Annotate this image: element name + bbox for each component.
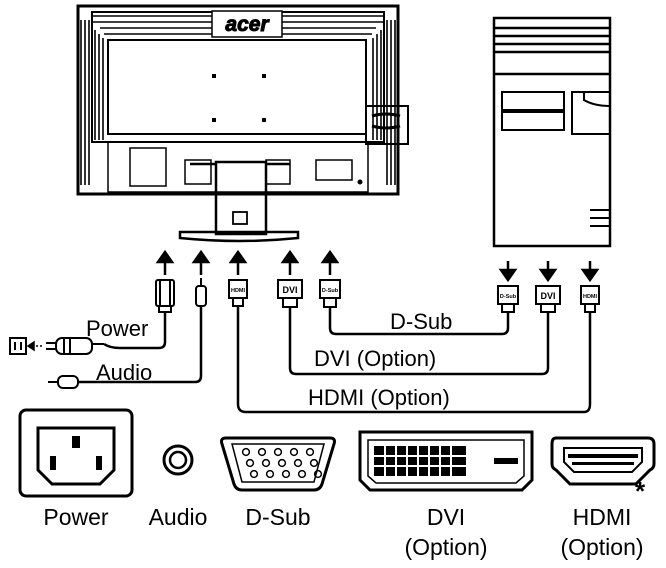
wall-outlet-icon bbox=[9, 337, 27, 355]
hdmi-port-icon bbox=[550, 436, 656, 486]
dsub-plug-icon bbox=[319, 279, 341, 308]
dsub-plug-label: D-Sub bbox=[322, 288, 339, 294]
hdmi-port-note: (Option) bbox=[560, 534, 644, 560]
hdmi-cable bbox=[236, 306, 592, 414]
dvi-cable-label: DVI (Option) bbox=[314, 346, 436, 371]
power-cable-label: Power bbox=[86, 316, 148, 341]
hdmi-plug-icon bbox=[228, 279, 248, 307]
dvi-cable bbox=[288, 307, 550, 376]
audio-port-icon bbox=[162, 444, 194, 476]
dsub-port-icon bbox=[220, 436, 336, 492]
power-port-icon bbox=[18, 408, 134, 498]
pc-tower bbox=[492, 16, 612, 248]
pc-dvi-plug-label: DVI bbox=[540, 291, 555, 301]
audio-plug-icon bbox=[195, 278, 207, 307]
audio-cable-label: Audio bbox=[96, 360, 152, 385]
power-cable bbox=[103, 312, 167, 350]
brand-logo: acer bbox=[225, 13, 270, 36]
pc-hdmi-plug-label: HDMI bbox=[583, 294, 598, 300]
logo-plate bbox=[211, 10, 283, 38]
pc-dsub-plug-label: D-Sub bbox=[500, 294, 517, 300]
dvi-port-label: DVI bbox=[426, 504, 466, 530]
pc-dvi-plug-icon bbox=[535, 285, 561, 313]
pc-dsub-plug-icon bbox=[497, 285, 519, 313]
wall-plug-icon bbox=[46, 337, 104, 355]
dsub-port-label: D-Sub bbox=[245, 504, 311, 530]
hdmi-footnote-mark: * bbox=[634, 476, 646, 506]
hdmi-cable-label: HDMI (Option) bbox=[308, 385, 450, 410]
monitor-stand bbox=[178, 160, 300, 243]
down-arrows bbox=[498, 261, 600, 283]
outlet-arrow-icon bbox=[26, 340, 42, 352]
dvi-port-note: (Option) bbox=[404, 534, 488, 560]
dsub-cable-label: D-Sub bbox=[390, 309, 452, 334]
dvi-plug-icon bbox=[277, 279, 303, 308]
power-port-label: Power bbox=[43, 504, 109, 530]
dsub-cable bbox=[328, 307, 510, 336]
up-arrows bbox=[155, 249, 340, 275]
dvi-plug-label: DVI bbox=[282, 285, 297, 295]
audio-cable bbox=[78, 306, 203, 384]
hdmi-plug-label: HDMI bbox=[231, 288, 246, 294]
power-plug-icon bbox=[155, 279, 175, 313]
cables bbox=[78, 306, 592, 414]
pc-hdmi-plug-icon bbox=[580, 285, 600, 313]
hdmi-port-label: HDMI bbox=[572, 504, 632, 530]
dvi-port-icon bbox=[358, 430, 534, 492]
audio-port-label: Audio bbox=[148, 504, 208, 530]
audio-jack-icon bbox=[48, 375, 79, 389]
